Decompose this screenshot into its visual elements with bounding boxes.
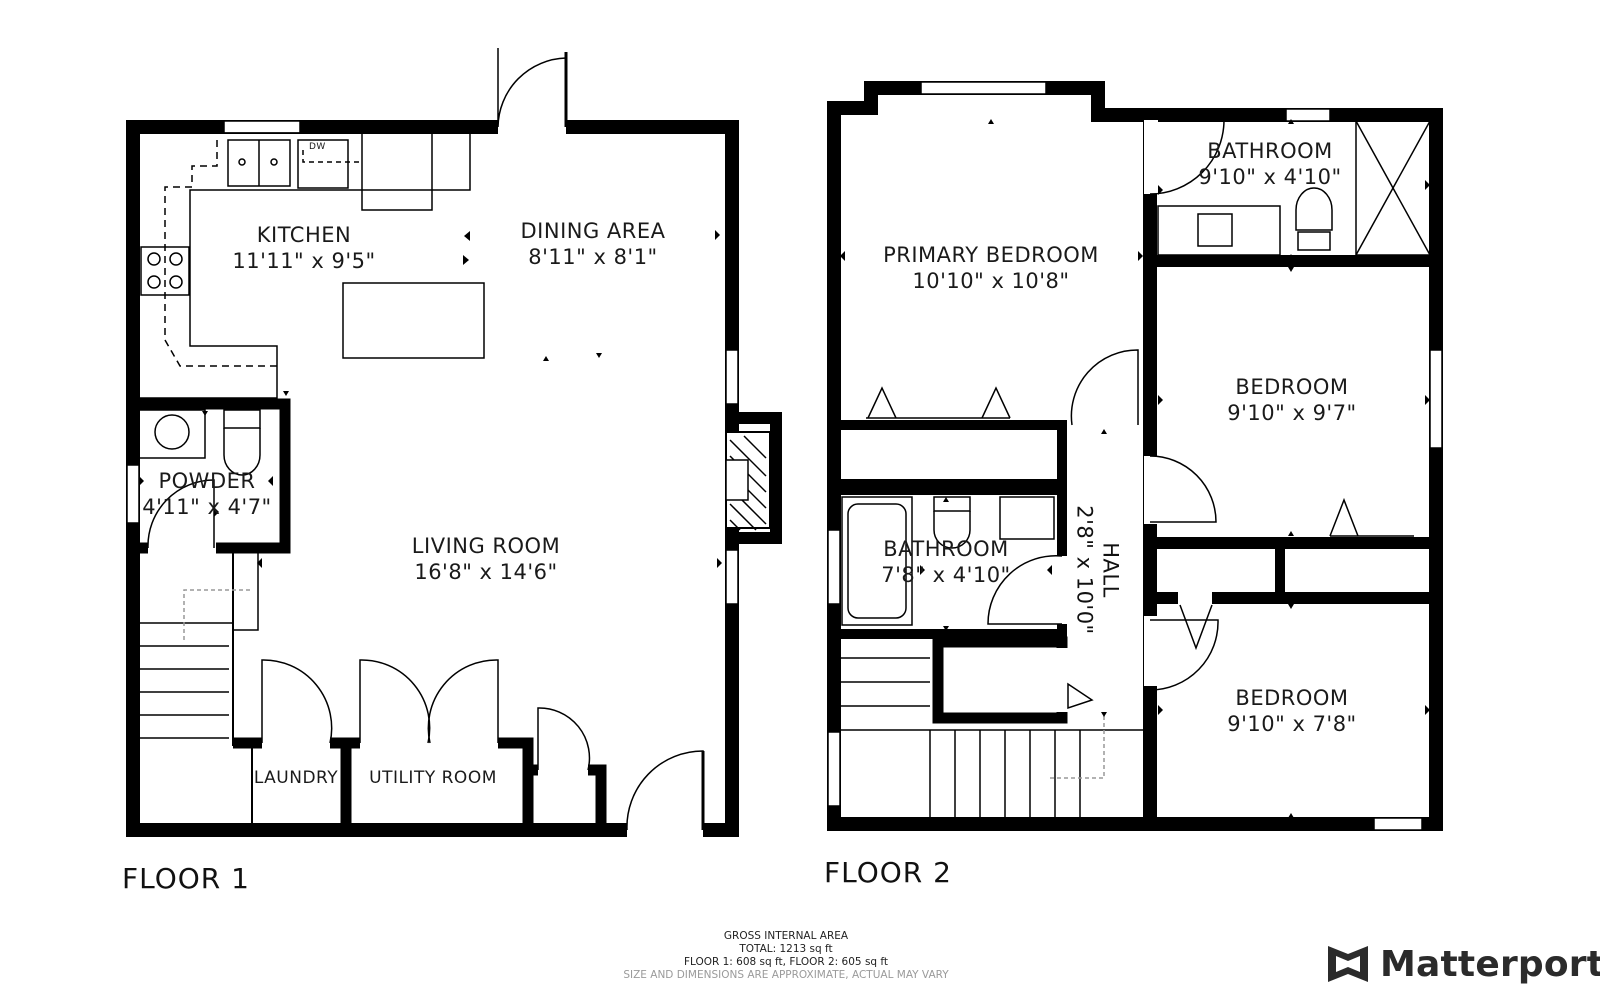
powder-room-wall <box>133 398 291 554</box>
gross-internal-area: GROSS INTERNAL AREA TOTAL: 1213 sq ft FL… <box>623 930 948 982</box>
room-label-primary-bedroom: PRIMARY BEDROOM 10'10" x 10'8" <box>883 242 1099 295</box>
matterport-logo-icon <box>1328 946 1368 982</box>
room-name: BEDROOM <box>1235 686 1349 710</box>
room-name: LIVING ROOM <box>411 534 561 558</box>
room-dimensions: 11'11" x 9'5" <box>232 249 376 274</box>
window <box>827 529 841 605</box>
room-dimensions: 9'10" x 4'10" <box>1198 165 1342 190</box>
window <box>223 120 301 134</box>
toilet-tank <box>933 496 971 512</box>
room-dimensions: 2'8" x 10'0" <box>1072 505 1096 635</box>
window <box>1429 349 1443 449</box>
brand-name: Matterport <box>1380 943 1600 985</box>
room-dimensions: 16'8" x 14'6" <box>414 560 558 585</box>
room-label-bedroom-1: BEDROOM 9'10" x 9'7" <box>1227 374 1356 427</box>
window <box>725 549 739 605</box>
room-dimensions: 7'8" x 4'10" <box>881 563 1011 588</box>
basin-icon <box>154 414 190 450</box>
area-disclaimer: SIZE AND DIMENSIONS ARE APPROXIMATE, ACT… <box>623 969 949 981</box>
room-label-kitchen: KITCHEN 11'11" x 9'5" <box>232 222 375 275</box>
room-name: HALL <box>1098 542 1123 598</box>
dishwasher-label: DW <box>309 142 326 152</box>
room-label-living-room: LIVING ROOM 16'8" x 14'6" <box>412 533 560 586</box>
room-name: PRIMARY BEDROOM <box>883 243 1099 267</box>
vanity <box>1157 205 1281 256</box>
kitchen-island <box>342 282 485 359</box>
hall-label-rotated: HALL 2'8" x 10'0" <box>1071 505 1124 634</box>
window <box>1285 108 1331 122</box>
room-label-utility-room: UTILITY ROOM <box>369 768 497 789</box>
dishwasher <box>297 139 349 189</box>
room-label-bedroom-2: BEDROOM 9'10" x 7'8" <box>1227 685 1356 738</box>
window <box>1373 817 1423 831</box>
sink-icon <box>1197 213 1233 247</box>
area-per-floor: FLOOR 1: 608 sq ft, FLOOR 2: 605 sq ft <box>683 956 889 968</box>
room-dimensions: 9'10" x 7'8" <box>1227 712 1357 737</box>
fixture-label-dishwasher: DW <box>309 142 326 153</box>
toilet-tank <box>223 409 261 429</box>
area-heading: GROSS INTERNAL AREA <box>723 930 849 942</box>
room-label-hall: HALL 2'8" x 10'0" <box>1072 505 1122 634</box>
toilet-icon <box>1295 187 1333 231</box>
room-label-dining-area: DINING AREA 8'11" x 8'1" <box>520 218 665 271</box>
window <box>827 731 841 807</box>
room-dimensions: 10'10" x 10'8" <box>912 269 1070 294</box>
kitchen-counter <box>139 132 471 399</box>
vanity <box>999 496 1055 540</box>
floor-2-plan <box>827 81 1443 831</box>
floor-1-title: FLOOR 1 <box>122 862 250 895</box>
floor-1-plan <box>126 48 782 838</box>
room-label-powder: POWDER 4'11" x 4'7" <box>142 468 271 521</box>
room-label-bathroom-2: BATHROOM 7'8" x 4'10" <box>881 536 1010 589</box>
closet-wall <box>533 764 607 830</box>
dimension-markers <box>139 119 1430 818</box>
window <box>920 81 1047 95</box>
window <box>126 464 140 524</box>
room-name: LAUNDRY <box>253 768 339 788</box>
room-dimensions: 4'11" x 4'7" <box>142 495 272 520</box>
fireplace-box <box>725 459 749 501</box>
room-name: POWDER <box>158 469 256 493</box>
floor-2-exterior-wall <box>827 81 1443 831</box>
fireplace-bump-wall <box>726 412 782 544</box>
room-name: DINING AREA <box>520 219 666 243</box>
room-name: KITCHEN <box>256 223 352 247</box>
room-dimensions: 9'10" x 9'7" <box>1227 401 1357 426</box>
toilet-icon <box>223 428 261 476</box>
floor-2-title: FLOOR 2 <box>824 856 952 889</box>
window <box>725 349 739 405</box>
area-total: TOTAL: 1213 sq ft <box>739 943 833 955</box>
room-label-bathroom-1: BATHROOM 9'10" x 4'10" <box>1198 138 1341 191</box>
room-label-laundry: LAUNDRY <box>254 768 338 789</box>
room-name: BEDROOM <box>1235 375 1349 399</box>
bathtub <box>841 496 913 626</box>
matterport-brand: Matterport <box>1326 942 1600 986</box>
room-name: BATHROOM <box>1207 139 1333 163</box>
room-name: BATHROOM <box>883 537 1009 561</box>
room-dimensions: 8'11" x 8'1" <box>528 245 658 270</box>
vanity <box>138 409 206 459</box>
room-name: UTILITY ROOM <box>369 768 497 788</box>
shower <box>1355 120 1431 256</box>
